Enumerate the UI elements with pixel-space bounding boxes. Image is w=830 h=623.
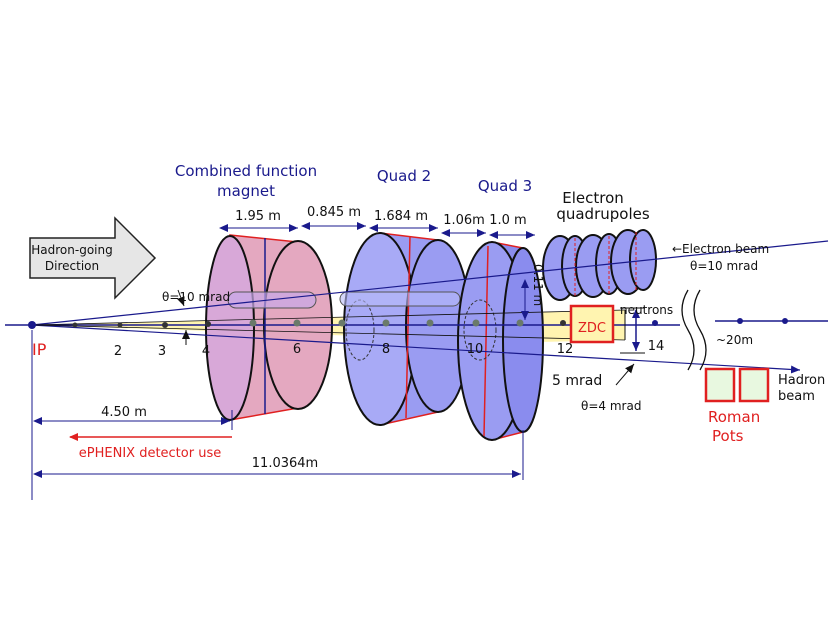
dim-0-845: 0.845 m: [307, 205, 361, 220]
dim-1-0: 1.0 m: [489, 213, 526, 228]
neutron-cone-lower: [31, 324, 626, 341]
dim-total: 11.0364m: [252, 456, 318, 471]
axis-tick-2: 2: [114, 344, 122, 359]
hadron-beam-line: [31, 324, 801, 374]
roman-pot-2: [738, 367, 770, 403]
aperture-label: 0.11 m: [531, 264, 545, 306]
quad-2-magnet: [339, 232, 471, 426]
quad-3-magnet: [457, 241, 544, 441]
roman-pot-1: [704, 367, 736, 403]
axis-tick-labels: 2 3 4 6 8 10 12 14: [114, 339, 664, 359]
axis-tick-6: 6: [293, 342, 301, 357]
axis-tick-4: 4: [202, 344, 210, 359]
top-dimensions: [219, 222, 535, 239]
ip-label: IP: [32, 340, 47, 359]
hadron-beam-label-line2: beam: [778, 389, 815, 404]
combined-magnet-label-line1: Combined function: [175, 162, 317, 180]
quad-3-label: Quad 3: [478, 177, 532, 195]
theta-4-mrad-label: θ=4 mrad: [581, 399, 641, 413]
dim-1-95: 1.95 m: [235, 209, 281, 224]
hadron-beam-label-line1: Hadron: [778, 373, 825, 388]
hadron-direction-line2: Direction: [45, 259, 99, 273]
axis-tick-10: 10: [467, 342, 484, 357]
axis-tick-3: 3: [158, 344, 166, 359]
quad-2-label: Quad 2: [377, 167, 431, 185]
combined-magnet-label-line2: magnet: [217, 182, 275, 200]
hadron-direction-arrow: Hadron-going Direction: [29, 216, 157, 300]
axis-tick-8: 8: [382, 342, 390, 357]
electron-beam-line: [31, 240, 829, 326]
ephenix-label: ePHENIX detector use: [79, 446, 221, 461]
five-mrad-label: 5 mrad: [552, 373, 602, 389]
neutrons-label: neutrons: [620, 303, 673, 317]
zdc-detector: [569, 304, 615, 344]
hadron-direction-line1: Hadron-going: [31, 243, 112, 257]
roman-pots-label-line1: Roman: [708, 408, 760, 426]
dim-1-684: 1.684 m: [374, 209, 428, 224]
combined-function-magnet: [205, 234, 333, 421]
electron-theta-label: θ=10 mrad: [690, 259, 758, 273]
electron-quadrupoles-label-line1: Electron: [562, 189, 624, 207]
roman-pots-label-line2: Pots: [712, 427, 744, 445]
dim-4-50: 4.50 m: [101, 405, 147, 420]
hadron-theta-label: θ=10 mrad: [162, 290, 230, 304]
electron-beam-label: ←Electron beam: [672, 242, 769, 256]
axis-tick-14: 14: [648, 339, 665, 354]
dim-1-06: 1.06m: [443, 213, 485, 228]
twenty-m-label: ~20m: [716, 333, 753, 347]
zdc-label: ZDC: [578, 321, 606, 336]
beam-axis-markers: [28, 318, 788, 329]
axis-tick-12: 12: [557, 342, 574, 357]
electron-quadrupoles-label-line2: quadrupoles: [556, 205, 650, 223]
axis-break-mark: [681, 289, 707, 371]
bottom-dimensions: [31, 330, 524, 500]
